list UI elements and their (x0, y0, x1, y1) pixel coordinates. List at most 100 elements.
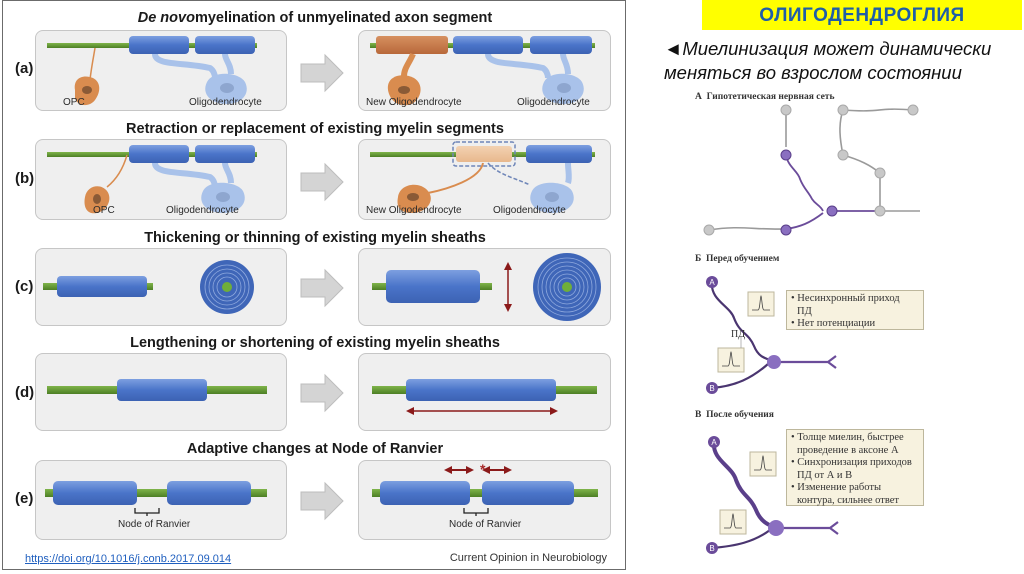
caption-opc: OPC (93, 205, 115, 216)
note-line: • Нет потенциации (791, 318, 876, 329)
panel-a-letter: А (695, 92, 702, 102)
row-e-after-diagram (372, 466, 598, 516)
row-a-label: (a) (15, 60, 34, 77)
spike-box-b (719, 509, 747, 535)
opc-process (89, 47, 96, 81)
oligo-process (565, 162, 572, 184)
note-line: • Толще миелин, быстрее (791, 432, 904, 443)
myelin-segment (453, 36, 523, 54)
row-e-title: Adaptive changes at Node of Ranvier (186, 441, 444, 457)
row-e-label: (e) (15, 490, 34, 507)
myelin-segment (195, 36, 255, 54)
axon-a (710, 281, 771, 362)
note-line: контура, сильнее ответ (797, 494, 900, 506)
output-axon (776, 355, 837, 369)
axon (45, 489, 267, 497)
panel-v-heading: В После обучения (695, 410, 774, 420)
after-learning-notes: • Толще миелин, быстрее проведение в акс… (786, 429, 924, 506)
row-b-title: Retraction or replacement of existing my… (126, 121, 504, 137)
slide-subtitle: ◄Миелинизация может динамически меняться… (664, 37, 1024, 85)
transition-arrow-b (300, 162, 344, 202)
neuron-b (706, 382, 718, 394)
before-learning-notes: • Несинхронный приход ПД • Нет потенциац… (786, 290, 924, 330)
target-neuron (768, 520, 784, 536)
row-c-after-diagram (372, 253, 601, 321)
neuron-a-label: A (711, 438, 717, 447)
row-a-after-diagram (370, 36, 595, 106)
row-b-before-diagram (47, 145, 257, 214)
transition-arrow-d (300, 373, 344, 413)
row-b-after-diagram (370, 141, 595, 213)
node-change-asterisk: * (480, 461, 486, 477)
inactive-connections (708, 108, 920, 231)
oligo-nucleus (557, 83, 571, 93)
removed-segment-outline (452, 141, 516, 167)
myelin-sheath (380, 481, 470, 505)
row-e-before-diagram (45, 481, 267, 516)
oligo-nucleus (216, 192, 230, 202)
neural-network-diagram (703, 104, 920, 236)
oligo-process (222, 162, 234, 184)
slide-title-banner: ОЛИГОДЕНДРОГЛИЯ (702, 0, 1022, 30)
journal-credit: Current Opinion in Neurobiology (449, 552, 607, 564)
note-line: • Несинхронный приход (791, 293, 900, 304)
myelin-sheath (117, 379, 207, 401)
new-oligo-process (401, 52, 416, 77)
new-oligo-process (427, 162, 484, 194)
row-d-after-diagram (372, 379, 597, 415)
node-bracket (463, 508, 489, 516)
row-b-label: (b) (15, 170, 35, 187)
opc-process (106, 154, 128, 188)
after-learning-circuit: A B (706, 436, 839, 554)
transition-arrow-a (300, 53, 344, 93)
caption-new-oligodendrocyte: New Oligodendrocyte (366, 97, 462, 108)
new-oligo-nucleus (398, 86, 410, 94)
panel-v-letter: В (695, 410, 702, 420)
panel-b-title: Перед обучением (706, 254, 780, 264)
row-d-label: (d) (15, 384, 35, 401)
node-left-double-arrow (444, 466, 474, 474)
oligo-process (152, 53, 218, 79)
myelin-sheath (57, 276, 147, 297)
myelin-segment (530, 36, 592, 54)
caption-new-oligodendrocyte: New Oligodendrocyte (366, 205, 462, 216)
opc-nucleus (82, 86, 92, 94)
inactive-neurons (703, 104, 919, 236)
oligo-process (560, 53, 571, 75)
new-oligo-nucleus (407, 193, 419, 201)
row-a-before-diagram (47, 36, 257, 106)
node-right-double-arrow (482, 466, 512, 474)
thick-myelin-cross-section (533, 253, 601, 321)
pd-label: ПД (731, 329, 746, 340)
row-d-title: Lengthening or shortening of existing my… (130, 335, 500, 351)
caption-oligodendrocyte: Oligodendrocyte (493, 205, 566, 216)
doi-link[interactable]: https://doi.org/10.1016/j.conb.2017.09.0… (25, 553, 232, 565)
row-a-title: De novomyelination of unmyelinated axon … (3, 10, 627, 26)
thickness-double-arrow (504, 262, 512, 312)
myelin-segment (526, 145, 592, 163)
row-c-title: Thickening or thinning of existing myeli… (144, 230, 486, 246)
thickened-myelin-sheath (386, 270, 480, 303)
myelin-sheath (53, 481, 137, 505)
opc-nucleus (93, 194, 101, 204)
panel-a-heading: А Гипотетическая нервная сеть (695, 92, 835, 102)
panel-b-letter: Б (695, 254, 702, 264)
active-connections (785, 154, 875, 230)
note-line: ПД (797, 305, 812, 317)
spike-box-b (717, 347, 745, 373)
neuron-b-label: B (709, 384, 714, 393)
new-myelin-segment (376, 36, 448, 54)
neuron-a (708, 436, 720, 448)
retracted-oligo-process (487, 162, 531, 186)
active-neurons (780, 149, 838, 236)
length-double-arrow (406, 407, 558, 415)
before-learning-circuit: A B (706, 276, 837, 394)
oligo-process (152, 162, 218, 188)
panel-a-title: Гипотетическая нервная сеть (706, 92, 835, 102)
myelin-sheath (482, 481, 574, 505)
neuron-b (706, 542, 718, 554)
panel-v-title: После обучения (706, 410, 774, 420)
row-a-title-italic: De novo (137, 10, 195, 26)
caption-oligodendrocyte: Oligodendrocyte (166, 205, 239, 216)
triangle-bullet-icon: ◄ (664, 38, 683, 59)
